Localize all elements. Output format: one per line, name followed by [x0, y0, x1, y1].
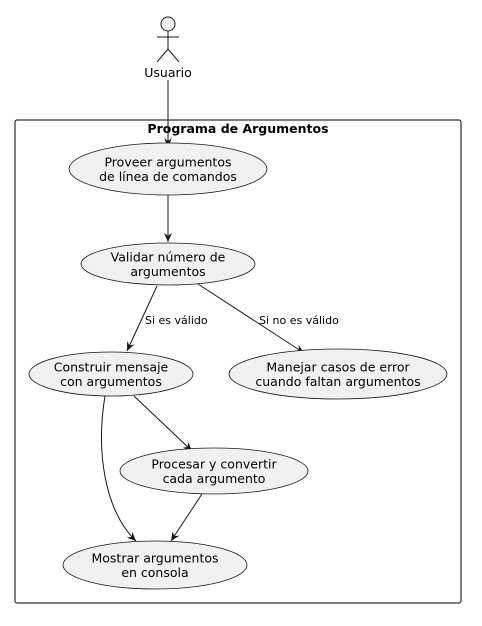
use-case-label-line: Construir mensaje — [54, 359, 169, 374]
edge-uc5-to-uc6 — [170, 493, 203, 542]
use-case-ellipse — [119, 447, 309, 495]
edge-uc3-to-uc5 — [133, 395, 193, 452]
use-case-ellipse — [62, 540, 248, 590]
edge-label-uc2-to-uc3: Si es válido — [145, 314, 208, 327]
use-case-ellipse — [28, 351, 194, 397]
use-case-label-line: con argumentos — [60, 374, 162, 389]
system-title: Programa de Argumentos — [147, 121, 328, 136]
edge-label-uc2-to-uc4: Si no es válido — [259, 314, 339, 327]
use-case-label-line: cuando faltan argumentos — [255, 374, 420, 389]
use-case-label-line: de línea de comandos — [99, 169, 237, 184]
edge-uc2-to-uc4 — [197, 283, 305, 354]
use-case-label-line: en consola — [121, 565, 188, 580]
edge-uc2-to-uc3 — [126, 285, 158, 352]
use-case-label-line: argumentos — [130, 264, 205, 279]
actor-label: Usuario — [144, 65, 192, 80]
actor-left-leg — [156, 48, 169, 63]
use-case-ellipse — [228, 348, 448, 400]
use-case-label-line: Mostrar argumentos — [91, 550, 218, 565]
use-case-label-line: Procesar y convertir — [151, 456, 277, 471]
use-case-label-line: Validar número de — [111, 249, 226, 264]
use-case-ellipse — [68, 142, 268, 196]
use-case-ellipse — [80, 242, 256, 286]
actor-usuario[interactable]: Usuario — [144, 16, 192, 80]
system-boundary — [14, 119, 462, 604]
edge-uc3-to-uc6 — [101, 395, 137, 542]
actor-head-icon — [160, 16, 176, 32]
use-case-label-line: cada argumento — [163, 471, 266, 486]
edges-group: Si es válido Si no es válido — [101, 80, 339, 542]
actor-right-leg — [167, 48, 180, 63]
use-case-label-line: Manejar casos de error — [266, 359, 410, 374]
use-case-label-line: Proveer argumentos — [104, 154, 231, 169]
